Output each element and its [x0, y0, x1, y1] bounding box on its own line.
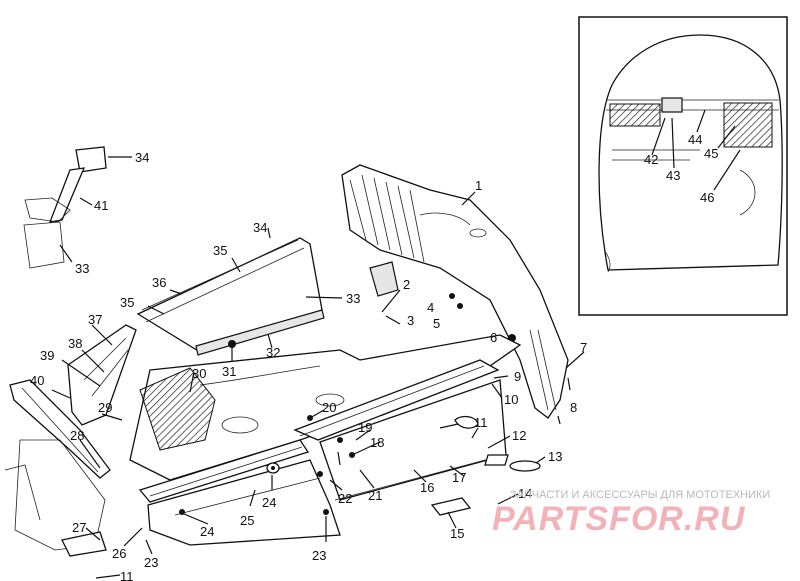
callout-34: 34	[253, 220, 267, 235]
side-cowl-panel	[341, 164, 585, 419]
callout-25: 25	[240, 513, 254, 528]
callout-17: 17	[452, 470, 466, 485]
callout-29: 29	[98, 400, 112, 415]
callout-12: 12	[512, 428, 526, 443]
callout-8: 8	[570, 400, 577, 415]
callout-18: 18	[370, 435, 384, 450]
callout-35: 35	[213, 243, 227, 258]
callout-32: 32	[266, 345, 280, 360]
callout-31: 31	[222, 364, 236, 379]
windshield-panel	[136, 227, 343, 362]
callout-42: 42	[644, 152, 658, 167]
callout-28: 28	[70, 428, 84, 443]
callout-labels: 1 2 3 4 5 6 7 8 9 10 11 11 12 13 14 15 1…	[30, 132, 718, 581]
callout-15: 15	[450, 526, 464, 541]
callout-3: 3	[407, 313, 414, 328]
callout-30: 30	[192, 366, 206, 381]
upper-left-bracket	[23, 146, 132, 269]
callout-5: 5	[433, 316, 440, 331]
callout-46: 46	[700, 190, 714, 205]
callout-14: 14	[518, 486, 532, 501]
callout-38: 38	[68, 336, 82, 351]
watermark-brand: PARTSFOR.RU	[492, 500, 746, 538]
callout-20: 20	[322, 400, 336, 415]
callout-7: 7	[580, 340, 587, 355]
callout-39: 39	[40, 348, 54, 363]
callout-9: 9	[514, 369, 521, 384]
callout-23: 23	[312, 548, 326, 563]
callout-44: 44	[688, 132, 702, 147]
callout-26: 26	[112, 546, 126, 561]
callout-19: 19	[358, 420, 372, 435]
callout-27: 27	[72, 520, 86, 535]
callout-36: 36	[152, 275, 166, 290]
callout-45: 45	[704, 146, 718, 161]
inset-detail	[578, 16, 788, 316]
callout-24: 24	[262, 495, 276, 510]
callout-4: 4	[427, 300, 434, 315]
leader-lines	[51, 324, 561, 579]
callout-41: 41	[94, 198, 108, 213]
callout-40: 40	[30, 373, 44, 388]
callout-37: 37	[88, 312, 102, 327]
callout-6: 6	[490, 330, 497, 345]
callout-43: 43	[666, 168, 680, 183]
callout-35-left: 35	[120, 295, 134, 310]
callout-2: 2	[403, 277, 410, 292]
callout-34-left: 34	[135, 150, 149, 165]
callout-24-left: 24	[200, 524, 214, 539]
callout-33: 33	[346, 291, 360, 306]
callout-13: 13	[548, 449, 562, 464]
watermark-subtitle: ЗАПЧАСТИ И АКСЕССУАРЫ ДЛЯ МОТОТЕХНИКИ	[510, 489, 770, 501]
front-nose-assembly	[4, 324, 137, 557]
watermark: ЗАПЧАСТИ И АКСЕССУАРЫ ДЛЯ МОТОТЕХНИКИ PA…	[492, 489, 770, 538]
callout-33-left: 33	[75, 261, 89, 276]
callout-10: 10	[504, 392, 518, 407]
callout-16: 16	[420, 480, 434, 495]
callout-22: 22	[338, 491, 352, 506]
callout-1: 1	[475, 178, 482, 193]
belly-pan-assembly	[129, 334, 541, 546]
callout-11-right: 11	[474, 415, 488, 430]
callout-11-bottom: 11	[120, 569, 134, 581]
callout-21: 21	[368, 488, 382, 503]
callout-23-left: 23	[144, 555, 158, 570]
